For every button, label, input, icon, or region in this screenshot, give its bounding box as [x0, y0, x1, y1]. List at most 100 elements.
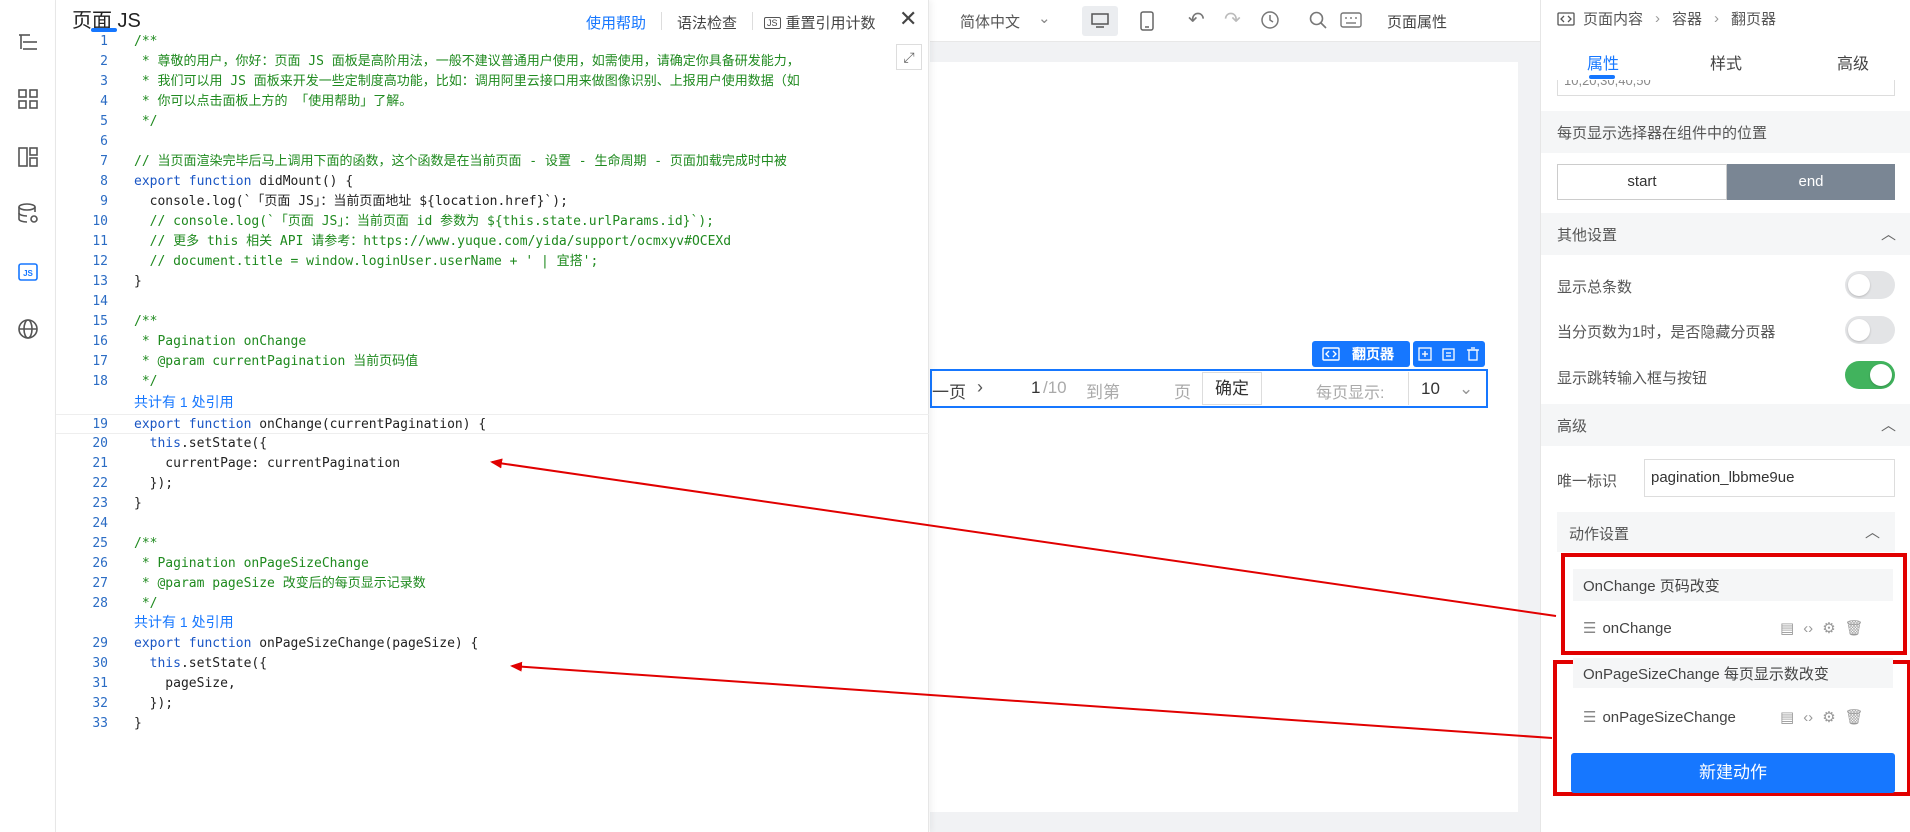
breadcrumb-item[interactable]: 翻页器 — [1731, 11, 1777, 28]
trash-icon[interactable]: 🗑 — [1844, 709, 1864, 726]
code-line: 31 pageSize, — [56, 674, 929, 694]
gear-icon[interactable]: ⚙ — [1822, 620, 1836, 637]
line-number: 23 — [92, 496, 108, 511]
layout-icon[interactable] — [14, 143, 42, 171]
code-text: // 更多 this 相关 API 请参考：https://www.yuque.… — [134, 232, 731, 252]
code-token: // console.log(`「页面 JS」：当前页面 id 参数为 ${th… — [134, 214, 714, 229]
components-icon[interactable] — [14, 85, 42, 113]
page-properties-button[interactable]: 页面属性 — [1387, 14, 1448, 31]
pagination-goto-label: 到第 — [1086, 383, 1120, 402]
tab-properties[interactable]: 属性 — [1587, 56, 1620, 73]
unique-id-input[interactable]: pagination_lbbme9ue — [1644, 459, 1895, 497]
reference-count-label[interactable]: 共计有 1 处引用 — [134, 394, 234, 410]
docs-icon[interactable]: ▤ — [1780, 709, 1795, 726]
undo-icon[interactable]: ↶ — [1188, 9, 1205, 31]
pagination-preview[interactable]: 一页 › 1 /10 到第 页 确定 每页显示: 10 ⌄ — [930, 369, 1488, 408]
action-item-onpagesizechange[interactable]: ☰ onPageSizeChange ▤ ‹› ⚙ 🗑 — [1573, 697, 1893, 737]
action-item-onchange[interactable]: ☰ onChange ▤ ‹› ⚙ 🗑 — [1573, 608, 1893, 648]
pagination-size-select[interactable]: 10 ⌄ — [1408, 372, 1484, 405]
line-number: 21 — [92, 456, 108, 471]
line-number: 8 — [100, 174, 108, 189]
outline-tree-icon[interactable] — [14, 28, 42, 56]
mobile-view-icon[interactable] — [1140, 11, 1154, 35]
line-number: 25 — [92, 536, 108, 551]
history-icon[interactable] — [1260, 10, 1280, 34]
chevron-up-icon[interactable]: ︿ — [1865, 524, 1881, 541]
code-token: } — [134, 716, 142, 731]
drag-handle-icon[interactable]: ☰ — [1583, 709, 1597, 726]
reference-count-label[interactable]: 共计有 1 处引用 — [134, 614, 234, 630]
show-total-toggle[interactable] — [1845, 271, 1895, 299]
expand-icon[interactable]: ⤢ — [896, 44, 922, 70]
chevron-up-icon[interactable]: ︿ — [1881, 417, 1897, 434]
line-number: 19 — [92, 417, 108, 432]
pagination-prev-text[interactable]: 一页 — [932, 383, 966, 402]
desktop-view-button[interactable] — [1082, 6, 1118, 36]
code-token: this — [149, 656, 181, 671]
reset-ref-button[interactable]: JS 重置引用计数 — [764, 12, 876, 33]
new-action-button[interactable]: 新建动作 — [1571, 753, 1895, 793]
advanced-section[interactable]: 高级 ︿ — [1541, 404, 1910, 446]
drag-handle-icon[interactable]: ☰ — [1583, 620, 1597, 637]
code-token: }); — [134, 696, 174, 711]
show-jump-toggle[interactable] — [1845, 361, 1895, 389]
pagination-total-pages: /10 — [1043, 378, 1067, 397]
code-text: /** — [134, 534, 157, 554]
globe-icon[interactable] — [14, 315, 42, 343]
pagination-next-icon[interactable]: › — [977, 377, 983, 397]
code-token: } — [134, 496, 142, 511]
position-option-end[interactable]: end — [1727, 164, 1895, 200]
other-settings-section[interactable]: 其他设置 ︿ — [1541, 213, 1910, 255]
lint-button[interactable]: 语法检查 — [677, 15, 738, 32]
gear-icon[interactable]: ⚙ — [1822, 709, 1836, 726]
code-token: onPageSizeChange(pageSize) { — [259, 636, 479, 651]
line-number: 7 — [100, 154, 108, 169]
code-text: // document.title = window.loginUser.use… — [134, 252, 599, 272]
delete-icon[interactable] — [1465, 346, 1481, 362]
line-number: 26 — [92, 556, 108, 571]
show-jump-label: 显示跳转输入框与按钮 — [1557, 370, 1708, 387]
page-js-panel: 页面 JS 使用帮助 语法检查 JS 重置引用计数 ✕ ⤢ 1/**2 * 尊敬… — [56, 0, 929, 832]
redo-icon[interactable]: ↷ — [1224, 9, 1241, 31]
help-link[interactable]: 使用帮助 — [586, 15, 647, 32]
code-token: * Pagination onPageSizeChange — [134, 556, 369, 571]
code-token: pageSize, — [134, 676, 236, 691]
docs-icon[interactable]: ▤ — [1780, 620, 1795, 637]
code-line: 16 * Pagination onChange — [56, 332, 929, 352]
page-size-options-input[interactable]: 10,20,30,40,50 — [1557, 80, 1895, 96]
add-above-icon[interactable] — [1417, 346, 1433, 362]
tab-advanced[interactable]: 高级 — [1837, 56, 1870, 73]
chevron-down-icon[interactable]: ⌄ — [1038, 10, 1051, 27]
page-js-icon[interactable]: JS — [14, 258, 42, 286]
trash-icon[interactable]: 🗑 — [1844, 620, 1864, 637]
copy-icon[interactable] — [1441, 346, 1457, 362]
code-icon[interactable]: ‹› — [1803, 708, 1814, 726]
code-token: this — [149, 436, 181, 451]
position-option-start[interactable]: start — [1557, 164, 1727, 200]
code-line: 21 currentPage: currentPagination — [56, 454, 929, 474]
language-select[interactable]: 简体中文 — [960, 14, 1021, 31]
breadcrumb-item[interactable]: 容器 — [1672, 11, 1703, 28]
close-icon[interactable]: ✕ — [899, 6, 918, 31]
chevron-up-icon[interactable]: ︿ — [1881, 226, 1897, 243]
code-icon[interactable]: ‹› — [1803, 619, 1814, 637]
keyboard-icon[interactable] — [1340, 12, 1362, 32]
code-token: * @param pageSize 改变后的每页显示记录数 — [134, 576, 426, 591]
pagination-selection-badge[interactable]: 翻页器 — [1312, 341, 1410, 367]
search-icon[interactable] — [1308, 10, 1328, 34]
datasource-icon[interactable] — [14, 200, 42, 228]
tab-style[interactable]: 样式 — [1710, 56, 1743, 73]
code-text: }); — [134, 474, 174, 494]
breadcrumb-item[interactable]: 页面内容 — [1583, 11, 1644, 28]
show-total-label: 显示总条数 — [1557, 279, 1633, 296]
code-token: .setState({ — [180, 656, 268, 671]
code-text: } — [134, 494, 142, 514]
code-token: */ — [134, 596, 158, 611]
canvas-page — [930, 62, 1518, 812]
hide-single-toggle[interactable] — [1845, 316, 1895, 344]
action-settings-section[interactable]: 动作设置 ︿ — [1557, 512, 1895, 552]
pagination-confirm-button[interactable]: 确定 — [1202, 372, 1262, 405]
action-event-label: OnChange 页码改变 — [1583, 577, 1720, 595]
